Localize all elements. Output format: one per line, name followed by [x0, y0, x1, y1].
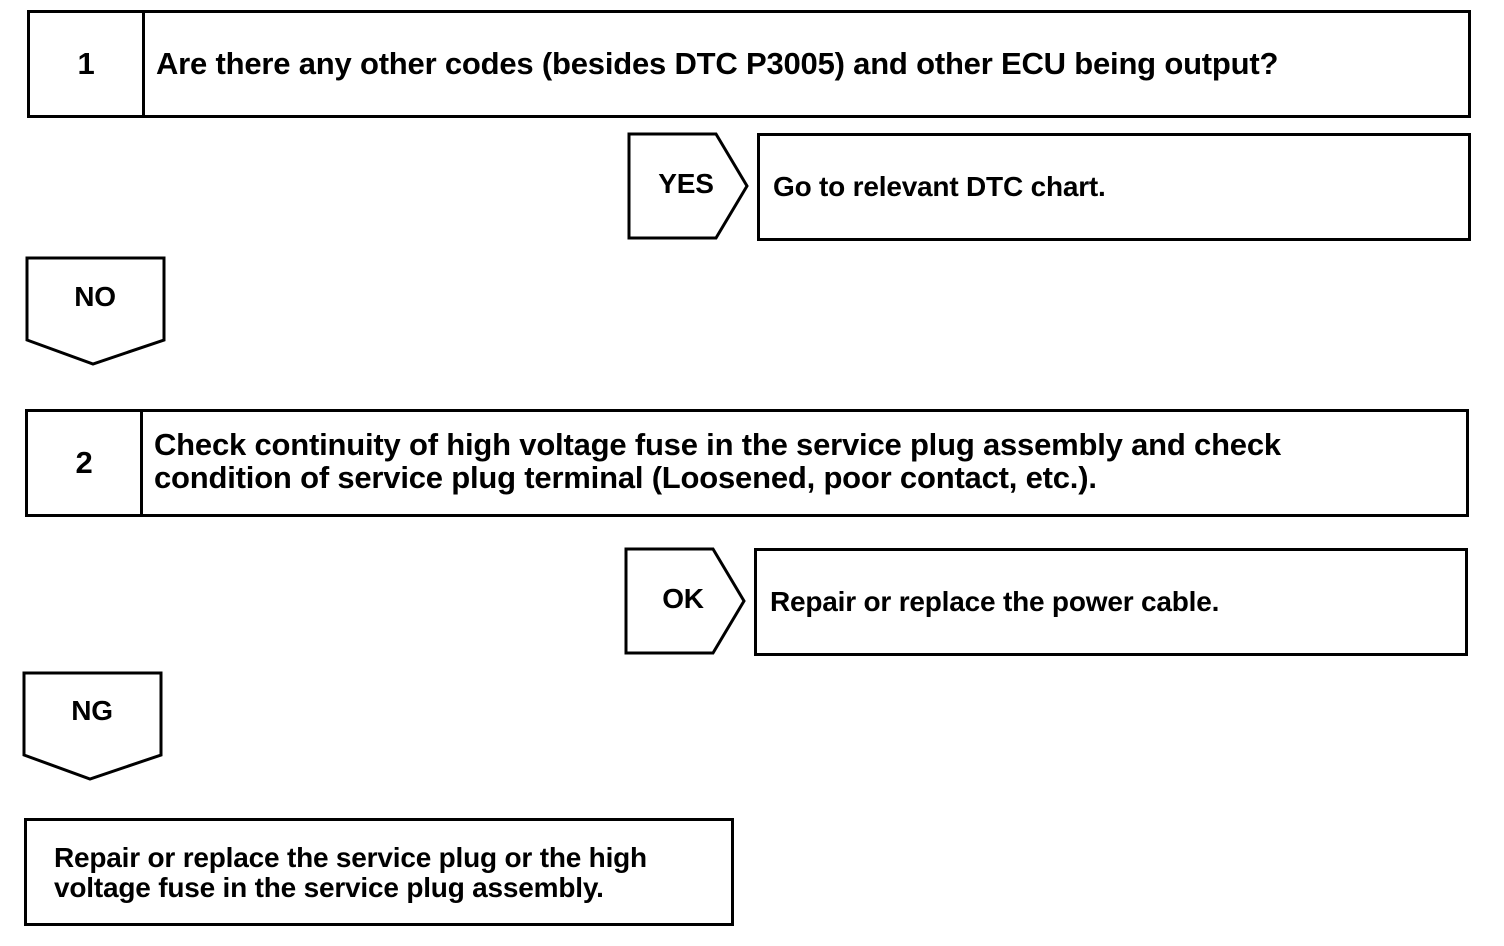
step-1-box: 1 Are there any other codes (besides DTC… [27, 10, 1471, 118]
ng-result-box: Repair or replace the service plug or th… [24, 818, 734, 926]
step-2-question: Check continuity of high voltage fuse in… [154, 428, 1281, 494]
step-2-box: 2 Check continuity of high voltage fuse … [25, 409, 1469, 517]
ng-result-line-1: Repair or replace the service plug or th… [54, 842, 647, 873]
step-1-question: Are there any other codes (besides DTC P… [156, 46, 1279, 81]
yes-label: YES [658, 168, 714, 199]
step-2-number: 2 [28, 412, 143, 514]
no-label: NO [74, 281, 116, 312]
yes-arrow [627, 132, 749, 240]
ok-result-text: Repair or replace the power cable. [770, 586, 1220, 617]
yes-result-box: Go to relevant DTC chart. [757, 133, 1471, 241]
step-2-question-line-2: condition of service plug terminal (Loos… [154, 460, 1097, 495]
ok-result-box: Repair or replace the power cable. [754, 548, 1468, 656]
ok-label: OK [662, 583, 704, 614]
ok-arrow [624, 547, 746, 655]
step-1-number: 1 [30, 13, 145, 115]
ng-arrow [22, 671, 163, 781]
ng-label: NG [71, 695, 113, 726]
ng-result-line-2: voltage fuse in the service plug assembl… [54, 872, 604, 903]
step-2-question-line-1: Check continuity of high voltage fuse in… [154, 427, 1281, 462]
yes-result-text: Go to relevant DTC chart. [773, 171, 1106, 202]
no-arrow [25, 256, 166, 366]
ng-result-text: Repair or replace the service plug or th… [54, 843, 647, 903]
